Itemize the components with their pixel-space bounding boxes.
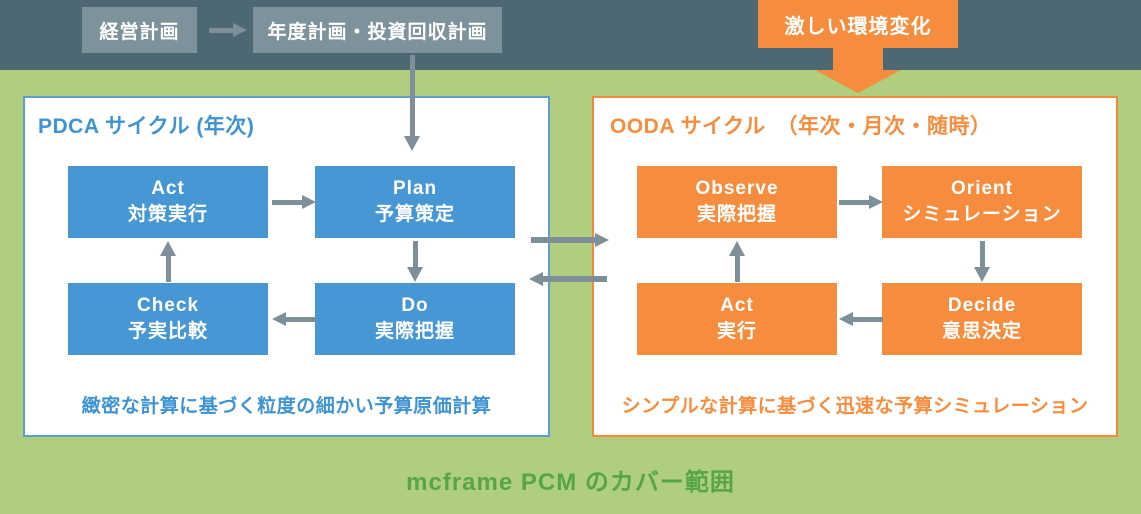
ooda-observe-ja: 実際把握	[696, 204, 777, 225]
pdca-check-ja: 予実比較	[127, 321, 208, 342]
ooda-act-ja: 実行	[716, 321, 757, 342]
ooda-observe-en: Observe	[695, 178, 779, 199]
pdca-panel	[23, 96, 550, 437]
management-plan-box: 経営計画	[82, 7, 197, 53]
arrow-management-to-annual	[209, 23, 247, 37]
ooda-orient-ja: シミュレーション	[902, 204, 1062, 225]
arrow-stem	[412, 241, 418, 267]
ooda-decide-box: Decide 意思決定	[882, 283, 1082, 355]
arrow-head-icon	[272, 312, 286, 326]
pdca-check-box: Check 予実比較	[68, 283, 268, 355]
arrow-stem	[979, 241, 985, 267]
pdca-act-ja: 対策実行	[127, 204, 208, 225]
arrow-head-icon	[869, 195, 883, 209]
arrow-stem	[209, 27, 233, 33]
ooda-caption: シンプルな計算に基づく迅速な予算シミュレーション	[621, 396, 1089, 417]
ooda-panel	[592, 96, 1118, 437]
pdca-caption: 緻密な計算に基づく粒度の細かい予算原価計算	[81, 396, 492, 417]
arrow-head-icon	[595, 233, 609, 247]
arrow-stem	[839, 199, 869, 205]
arrow-head-icon	[404, 136, 420, 151]
ooda-decide-ja: 意思決定	[941, 321, 1022, 342]
arrow-stem	[409, 55, 415, 136]
environment-arrow-stem	[833, 48, 883, 71]
arrow-head-icon	[839, 312, 853, 326]
pdca-act-box: Act 対策実行	[68, 166, 268, 238]
environment-arrow-head-icon	[815, 70, 901, 93]
pdca-do-box: Do 実際把握	[315, 283, 515, 355]
arrow-stem	[734, 256, 740, 282]
arrow-ooda-to-pdca	[529, 272, 607, 286]
pdca-do-en: Do	[401, 295, 429, 316]
arrow-act-to-plan	[272, 195, 316, 209]
arrow-observe-to-orient	[839, 195, 883, 209]
annual-plan-box: 年度計画・投資回収計画	[253, 7, 502, 53]
arrow-head-icon	[302, 195, 316, 209]
arrow-annual-to-plan	[404, 55, 420, 151]
ooda-observe-box: Observe 実際把握	[637, 166, 837, 238]
arrow-plan-to-do	[407, 241, 423, 282]
arrow-stem	[272, 199, 302, 205]
arrow-stem	[853, 316, 883, 322]
ooda-orient-en: Orient	[951, 178, 1013, 199]
arrow-do-to-check	[272, 312, 316, 326]
arrow-head-icon	[729, 241, 745, 256]
footer-title: mcframe PCM のカバー範囲	[406, 469, 735, 496]
environment-change-box: 激しい環境変化	[758, 0, 958, 48]
arrow-stem	[165, 256, 171, 282]
arrow-head-icon	[974, 267, 990, 282]
arrow-head-icon	[407, 267, 423, 282]
arrow-pdca-to-ooda	[531, 233, 609, 247]
pdca-act-en: Act	[151, 178, 185, 199]
pdca-plan-ja: 予算策定	[374, 204, 455, 225]
arrow-head-icon	[529, 272, 543, 286]
arrow-stem	[531, 237, 595, 243]
management-plan-label: 経営計画	[99, 21, 180, 43]
pdca-title: PDCA サイクル (年次)	[38, 115, 255, 138]
pdca-do-ja: 実際把握	[374, 321, 455, 342]
arrow-head-icon	[233, 23, 247, 37]
arrow-head-icon	[160, 241, 176, 256]
ooda-title: OODA サイクル （年次・月次・随時）	[610, 115, 992, 138]
arrow-act-to-observe	[729, 241, 745, 282]
arrow-orient-to-decide	[974, 241, 990, 282]
pdca-plan-en: Plan	[392, 178, 438, 199]
pdca-plan-box: Plan 予算策定	[315, 166, 515, 238]
ooda-act-en: Act	[720, 295, 754, 316]
annual-plan-label: 年度計画・投資回収計画	[267, 21, 488, 43]
pdca-check-en: Check	[136, 295, 200, 316]
ooda-orient-box: Orient シミュレーション	[882, 166, 1082, 238]
environment-change-label: 激しい環境変化	[784, 15, 932, 38]
arrow-decide-to-act	[839, 312, 883, 326]
arrow-stem	[286, 316, 316, 322]
ooda-act-box: Act 実行	[637, 283, 837, 355]
arrow-stem	[543, 276, 607, 282]
arrow-check-to-act	[160, 241, 176, 282]
ooda-decide-en: Decide	[947, 295, 1017, 316]
